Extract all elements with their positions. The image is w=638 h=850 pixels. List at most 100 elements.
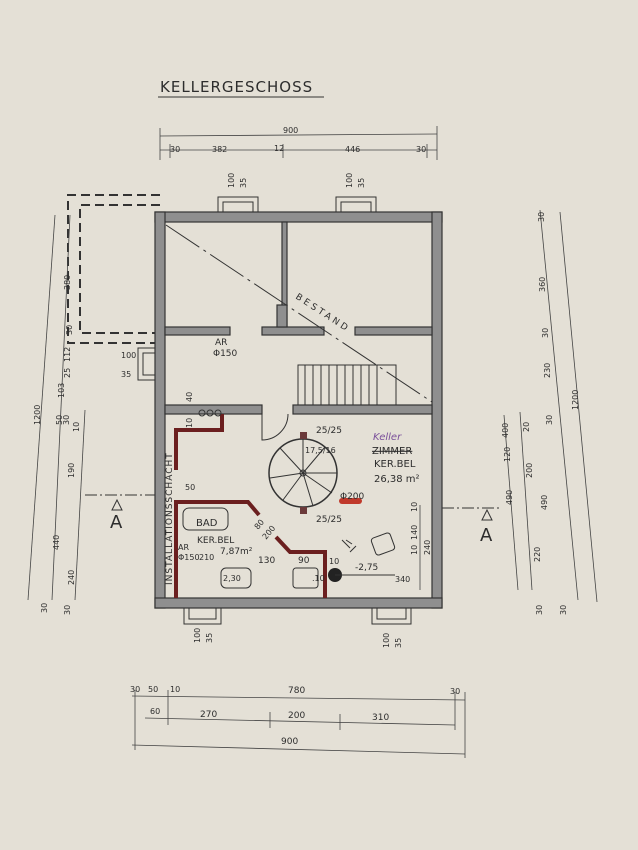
bottom-dimensions: 30 50 10 780 30 60 270 200 310 900	[130, 685, 466, 758]
toilet	[292, 567, 319, 589]
dim-top-3: 446	[345, 145, 360, 154]
inner-10a: 10	[410, 502, 419, 512]
ar-top-label: AR	[215, 338, 227, 348]
left-1200: 1200	[33, 405, 42, 425]
inner-240: 240	[423, 540, 432, 555]
ar-bad-label: AR	[178, 543, 189, 552]
right-400: 400	[501, 423, 510, 438]
left-440: 440	[52, 535, 61, 550]
left-240: 240	[67, 570, 76, 585]
dim-top-1: 382	[212, 145, 227, 154]
room-use-label: KER.BEL	[374, 459, 416, 470]
dim-top-4: 30	[416, 145, 426, 154]
bottom-780: 780	[288, 686, 305, 696]
right-120: 120	[503, 447, 512, 462]
bad-use-label: KER.BEL	[197, 536, 234, 546]
right-360: 360	[538, 277, 547, 292]
left-30b: 30	[62, 415, 71, 425]
bottom-270: 270	[200, 710, 217, 720]
walls	[137, 196, 443, 625]
left-25: 25	[63, 368, 72, 378]
inner-140: 140	[410, 525, 419, 540]
left-50: 50	[55, 415, 64, 425]
bottom-10: 10	[170, 685, 180, 694]
bad-10b: 10	[329, 557, 339, 566]
plant-icon	[341, 539, 357, 553]
stair-dia-highlight	[339, 498, 362, 504]
bad-label: BAD	[196, 518, 218, 529]
right-220: 220	[533, 547, 542, 562]
bad-area-label: 7,87m²	[220, 547, 253, 557]
bestand-line	[165, 224, 433, 403]
bottom-310: 310	[372, 713, 389, 723]
right-dimensions: 30 360 30 230 1200 30 400 120 20 490 200…	[501, 209, 598, 615]
section-right-icon	[481, 508, 493, 521]
left-103: 103	[57, 383, 66, 398]
dim-top-0: 30	[170, 145, 180, 154]
inner-10b: 10	[410, 545, 419, 555]
win-tl-35: 35	[239, 178, 248, 188]
win-left-100: 100	[121, 351, 136, 360]
win-bl-100: 100	[193, 628, 202, 643]
section-left-icon	[111, 498, 123, 511]
stair-diameter-label: Φ200	[340, 492, 365, 502]
right-20: 20	[522, 422, 531, 432]
appliance	[370, 532, 396, 556]
win-br-35: 35	[394, 638, 403, 648]
installation-shaft-label: INSTALLATIONSSCHACHT	[165, 452, 175, 585]
straight-stair	[297, 364, 397, 406]
left-30d: 30	[63, 605, 72, 615]
shaft-50: 50	[185, 483, 195, 492]
bottom-60: 60	[150, 707, 160, 716]
bath-wall	[174, 500, 261, 598]
ar-bad-diameter: Φ150	[178, 553, 200, 562]
washbasin	[220, 567, 252, 589]
right-30e: 30	[559, 605, 568, 615]
shaft-40: 40	[185, 392, 194, 402]
left-380: 380	[63, 275, 72, 290]
right-30c: 30	[545, 415, 554, 425]
right-30b: 30	[541, 328, 550, 338]
bottom-200: 200	[288, 711, 305, 721]
spiral-stair	[268, 432, 338, 514]
right-30a: 30	[537, 212, 546, 222]
stair-ratio-label: 17,5/16	[305, 446, 336, 455]
left-dimensions: 1200 380 30 112 25 103 50 30 10 190 440 …	[27, 214, 86, 615]
left-190: 190	[67, 463, 76, 478]
bottom-30a: 30	[130, 685, 140, 694]
bottom-50: 50	[148, 685, 158, 694]
right-490a: 490	[505, 490, 514, 505]
dim-top-total: 900	[283, 126, 298, 135]
win-tr-100: 100	[345, 173, 354, 188]
level-label: -2,75	[355, 563, 378, 573]
bottom-900: 900	[281, 737, 298, 747]
win-bl-35: 35	[205, 633, 214, 643]
existing-outline-inner	[79, 204, 160, 334]
right-230: 230	[543, 363, 552, 378]
win-left-35: 35	[121, 370, 131, 379]
door-swing	[261, 413, 289, 441]
section-left-label: A	[110, 512, 123, 533]
bottom-30b: 30	[450, 687, 460, 696]
bathtub	[182, 507, 229, 531]
bath-wall-2	[274, 535, 327, 598]
bad-210: 210	[199, 553, 214, 562]
column-bottom-label: 25/25	[316, 515, 342, 525]
bad-10a: .10	[312, 574, 325, 583]
win-tr-35: 35	[357, 178, 366, 188]
plan-title: KELLERGESCHOSS	[160, 78, 313, 96]
win-br-100: 100	[382, 633, 391, 648]
dim-340: 340	[395, 575, 410, 584]
shaft-wall	[174, 414, 224, 470]
bad-80: 80	[253, 518, 266, 532]
left-30a: 30	[65, 325, 74, 335]
top-dimensions: 900 30 382 12 446 30	[159, 126, 438, 160]
left-10: 10	[72, 422, 81, 432]
bad-90: 90	[298, 556, 310, 566]
win-tl-100: 100	[227, 173, 236, 188]
bad-130: 130	[258, 556, 275, 566]
right-30d: 30	[535, 605, 544, 615]
room-area-label: 26,38 m²	[374, 474, 420, 485]
left-112: 112	[63, 347, 72, 362]
